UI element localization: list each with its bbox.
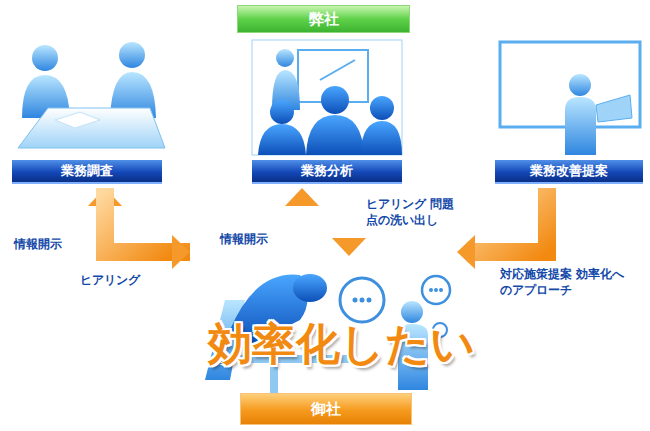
- node-label: 業務分析: [301, 162, 353, 180]
- arrow-shaft: [473, 188, 547, 252]
- proposal-figure: [500, 42, 640, 155]
- process-bar: 業務分析: [252, 160, 402, 184]
- block-arrow: [105, 188, 190, 269]
- arrow-shaft: [293, 204, 311, 236]
- arrow-shaft: [340, 188, 358, 240]
- meeting-figure: [18, 42, 165, 148]
- edge-label: 対応施策提案 効率化へのアプローチ: [500, 266, 632, 298]
- block-arrow: [457, 188, 547, 269]
- arrow-shaft: [105, 188, 174, 252]
- node-label: 弊社: [309, 10, 339, 29]
- node-label: 業務改善提案: [530, 162, 608, 180]
- edge-label: ヒアリング 問題点の洗い出し: [366, 196, 456, 228]
- block-arrow: [285, 188, 319, 236]
- presentation-figure: [252, 40, 402, 155]
- block-arrow: [332, 188, 366, 256]
- node-label: 御社: [311, 400, 341, 419]
- edge-label: 情報開示: [220, 231, 268, 247]
- arrow-head: [457, 235, 475, 269]
- arrow-head: [285, 188, 319, 206]
- edge-label: ヒアリング: [80, 272, 140, 288]
- client-band: 御社: [240, 393, 412, 425]
- company-band: 弊社: [237, 5, 410, 33]
- node-label: 業務調査: [61, 162, 113, 180]
- process-bar: 業務改善提案: [495, 160, 643, 184]
- arrow-head: [332, 238, 366, 256]
- edge-label: 情報開示: [14, 236, 62, 252]
- arrow-head: [172, 235, 190, 269]
- headline-text: 効率化したい: [208, 315, 475, 374]
- process-bar: 業務調査: [12, 160, 162, 184]
